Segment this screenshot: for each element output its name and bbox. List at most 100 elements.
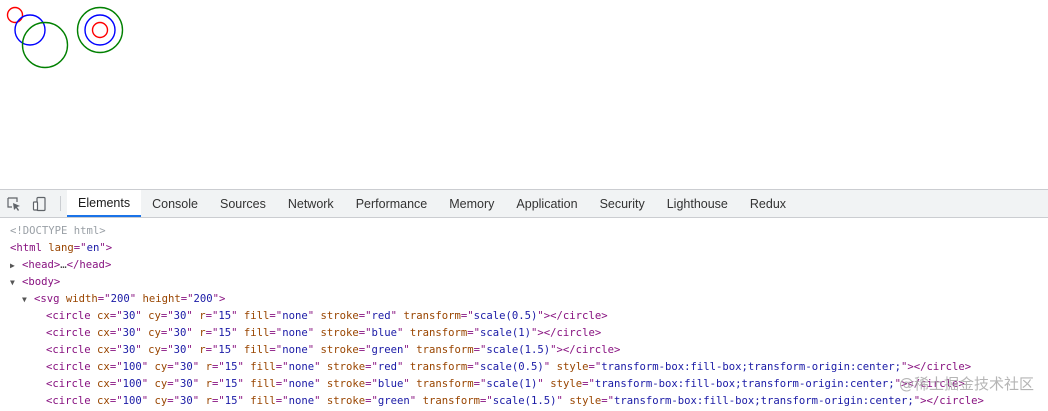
dom-token-tag: " (141, 361, 149, 373)
dom-token-attr: transform (403, 310, 461, 322)
dom-token-val: scale(0.5) (480, 361, 544, 373)
dom-tree-node[interactable]: <circle cx="100" cy="30" r="15" fill="no… (0, 376, 1048, 393)
dom-token-val: en (86, 242, 100, 254)
dom-token-val: none (282, 310, 308, 322)
dom-token-val: 100 (122, 395, 142, 407)
dom-token-val: blue (371, 327, 398, 339)
dom-token-val: blue (377, 378, 404, 390)
dom-token-attr: r (199, 327, 206, 339)
dom-token-tag: <svg (34, 293, 60, 305)
devtools-toolbar: Elements Console Sources Network Performance… (0, 190, 1048, 218)
tab-memory[interactable]: Memory (449, 196, 495, 211)
tab-security[interactable]: Security (599, 196, 645, 211)
dom-token-tag: " (186, 310, 193, 322)
dom-token-tag: =" (588, 361, 602, 373)
tab-lighthouse[interactable]: Lighthouse (666, 196, 728, 211)
dom-token-tag: </circle> (550, 310, 608, 322)
dom-token-tag: " (231, 310, 238, 322)
dom-tree-node[interactable]: <!DOCTYPE html> (0, 223, 1048, 240)
dom-token-val: none (288, 395, 315, 407)
dom-tree-node[interactable]: <circle cx="100" cy="30" r="15" fill="no… (0, 393, 1048, 410)
dom-tree-node[interactable]: <circle cx="30" cy="30" r="15" fill="non… (0, 308, 1048, 325)
dom-token-val: green (377, 395, 410, 407)
tab-network[interactable]: Network (287, 196, 334, 211)
dom-token-attr: style (556, 361, 589, 373)
dom-tree-node[interactable]: ▶<head>…</head> (0, 257, 1048, 274)
dom-token-val: transform-box:fill-box;transform-origin:… (613, 395, 914, 407)
dom-token-val: red (371, 310, 391, 322)
dom-token-tag: =" (473, 378, 487, 390)
dom-token-attr: fill (243, 344, 270, 356)
dom-token-val: 30 (173, 310, 187, 322)
dom-token-tag: =" (97, 293, 111, 305)
dom-tree-node[interactable]: <circle cx="100" cy="30" r="15" fill="no… (0, 359, 1048, 376)
dom-token-tag: =" (109, 344, 123, 356)
dom-token-attr: cx (97, 310, 110, 322)
dom-token-tag: </circle> (926, 395, 984, 407)
dom-tree-node[interactable]: ▼<svg width="200" height="200"> (0, 291, 1048, 308)
dom-token-tag: " (192, 395, 200, 407)
dom-token-val: 100 (122, 361, 142, 373)
dom-token-tag: " (403, 344, 410, 356)
dom-token-tag: <circle (46, 327, 91, 339)
dom-token-tag: =" (358, 344, 372, 356)
dom-tree-node[interactable]: <circle cx="30" cy="30" r="15" fill="non… (0, 342, 1048, 359)
dom-token-tag: =" (460, 310, 474, 322)
dom-token-attr: stroke (326, 361, 366, 373)
elements-dom-tree: <!DOCTYPE html><html lang="en">▶<head>…<… (0, 218, 1048, 410)
device-toolbar-icon[interactable] (28, 190, 52, 217)
dom-token-tag: =" (205, 344, 219, 356)
dom-token-tag: " (556, 395, 563, 407)
dom-token-attr: lang (48, 242, 74, 254)
dom-token-tag: =" (160, 310, 174, 322)
expand-triangle-closed-icon[interactable]: ▶ (10, 261, 15, 270)
demo-svg-canvas (6, 6, 124, 69)
tab-performance[interactable]: Performance (355, 196, 428, 211)
dom-token-attr: fill (250, 395, 276, 407)
inspect-element-icon[interactable] (2, 190, 26, 217)
dom-token-tag: =" (180, 293, 194, 305)
dom-token-tag: =" (365, 395, 378, 407)
dom-token-tag: =" (167, 395, 181, 407)
dom-token-val: 30 (180, 395, 193, 407)
dom-token-val: red (377, 361, 398, 373)
dom-token-attr: fill (250, 378, 276, 390)
dom-token-attr: cy (148, 327, 161, 339)
circle-blue-origin-1 (14, 14, 46, 46)
tab-sources[interactable]: Sources (219, 196, 266, 211)
tab-redux[interactable]: Redux (749, 196, 787, 211)
dom-token-tag: <circle (46, 395, 91, 407)
dom-token-val: 15 (218, 310, 232, 322)
dom-token-tag: =" (582, 378, 595, 390)
expand-triangle-open-icon[interactable]: ▼ (10, 278, 15, 287)
dom-token-val: 200 (110, 293, 130, 305)
dom-token-tag: =" (211, 378, 225, 390)
dom-token-tag: <head> (22, 259, 61, 271)
dom-token-tag: =" (109, 361, 123, 373)
dom-token-tag: "> (913, 395, 927, 407)
tab-elements[interactable]: Elements (67, 190, 142, 217)
dom-token-tag: <circle (46, 344, 91, 356)
tab-application[interactable]: Application (516, 196, 578, 211)
dom-token-attr: transform (416, 378, 474, 390)
dom-token-tag: =" (601, 395, 614, 407)
dom-tree-node[interactable]: ▼ <body> (0, 274, 1048, 291)
dom-token-tag: =" (269, 344, 283, 356)
dom-tree-node[interactable]: <html lang="en"> (0, 240, 1048, 257)
dom-token-attr: transform (409, 361, 468, 373)
dom-token-val: 15 (224, 361, 238, 373)
dom-token-val: transform-box:fill-box;transform-origin:… (594, 378, 895, 390)
dom-token-tag: </circle> (562, 344, 621, 356)
dom-token-val: none (282, 327, 308, 339)
dom-token-tag: <body> (22, 276, 61, 288)
dom-token-tag: <circle (46, 361, 91, 373)
dom-token-tag: " (307, 327, 315, 339)
tab-console[interactable]: Console (152, 196, 198, 211)
expand-triangle-open-icon[interactable]: ▼ (22, 295, 27, 304)
dom-token-attr: r (205, 361, 212, 373)
dom-tree-node[interactable]: <circle cx="30" cy="30" r="15" fill="non… (0, 325, 1048, 342)
dom-token-tag: =" (365, 361, 378, 373)
dom-token-tag: " (314, 395, 321, 407)
dom-token-attr: stroke (320, 327, 359, 339)
dom-token-tag: =" (205, 310, 219, 322)
